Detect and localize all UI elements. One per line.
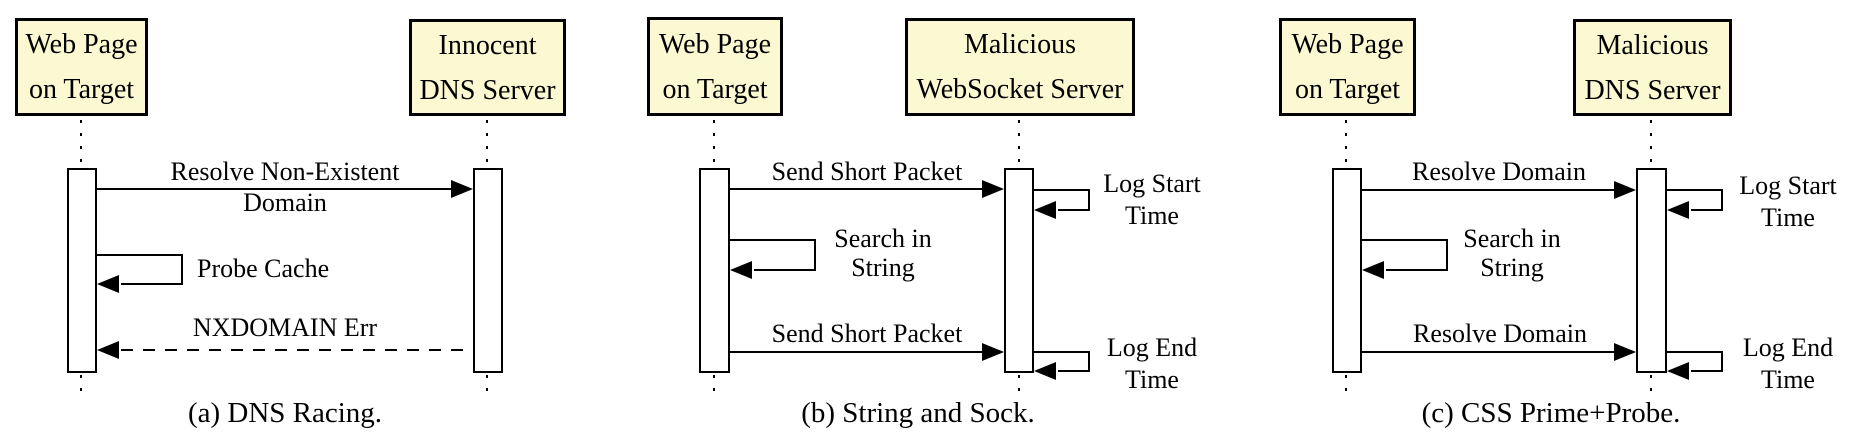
self-message-line — [1034, 351, 1090, 353]
activation-bar — [1004, 168, 1034, 373]
self-message-line — [1691, 370, 1723, 372]
message-line — [730, 351, 983, 353]
activation-bar — [1332, 168, 1362, 373]
actor-label: WebSocket Server — [916, 74, 1124, 105]
actor-label: Web Page — [25, 29, 138, 60]
caption: (a) DNS Racing. — [187, 397, 383, 429]
actor-label: on Target — [662, 73, 768, 105]
message-label: Log End Time — [1106, 333, 1198, 394]
lifeline — [1345, 375, 1347, 401]
lifeline — [1018, 375, 1020, 401]
lifeline — [1018, 120, 1020, 168]
message-arrowhead — [1362, 261, 1384, 279]
actor-label: Web Page — [1291, 29, 1404, 60]
actor-label: on Target — [28, 74, 135, 105]
message-line — [1362, 351, 1615, 353]
self-message-line — [1088, 189, 1090, 211]
self-message-line — [1034, 189, 1090, 191]
activation-bar — [699, 168, 730, 373]
message-label: Probe Cache — [197, 254, 330, 283]
message-label: Search in String — [834, 224, 932, 282]
self-message-line — [97, 254, 183, 256]
lifeline — [486, 120, 488, 168]
message-arrowhead — [97, 341, 119, 359]
message-arrowhead — [1667, 362, 1689, 380]
self-message-line — [814, 239, 816, 271]
message-label: Search in String — [1463, 224, 1561, 282]
self-message-line — [1691, 209, 1723, 211]
activation-bar — [67, 168, 97, 373]
lifeline — [80, 120, 82, 168]
actor-box-web-page-on-target: Web Page on Target — [15, 18, 148, 116]
actor-label: Web Page — [658, 28, 772, 60]
message-arrowhead — [97, 275, 119, 293]
self-message-line — [121, 283, 183, 285]
actor-box-malicious-dns-server: Malicious DNS Server — [1573, 19, 1732, 116]
message-arrowhead — [982, 343, 1004, 361]
lifeline — [1650, 375, 1652, 401]
message-arrowhead — [1614, 181, 1636, 199]
self-message-line — [1058, 370, 1090, 372]
self-message-line — [181, 254, 183, 285]
caption: (c) CSS Prime+Probe. — [1421, 397, 1681, 429]
message-arrowhead — [982, 180, 1004, 198]
self-message-line — [1446, 239, 1448, 271]
self-message-line — [1667, 351, 1723, 353]
actor-label: Malicious — [964, 29, 1076, 60]
self-message-line — [1088, 351, 1090, 372]
message-arrowhead — [1034, 362, 1056, 380]
caption: (b) String and Sock. — [801, 397, 1035, 429]
message-line — [1362, 189, 1615, 191]
actor-box-web-page-on-target: Web Page on Target — [1279, 18, 1416, 116]
actor-label: Malicious — [1596, 29, 1709, 61]
message-arrowhead — [451, 180, 473, 198]
message-line — [97, 188, 452, 190]
message-arrowhead — [1034, 201, 1056, 219]
lifeline — [713, 120, 715, 168]
message-label: Send Short Packet — [771, 157, 963, 186]
self-message-line — [1058, 209, 1090, 211]
self-message-line — [1667, 189, 1723, 191]
message-label: Log Start Time — [1739, 171, 1837, 232]
self-message-line — [1386, 269, 1448, 271]
message-label: Log End Time — [1742, 333, 1834, 394]
lifeline — [1345, 120, 1347, 168]
actor-box-innocent-dns-server: Innocent DNS Server — [409, 19, 566, 116]
activation-bar — [1636, 168, 1667, 373]
self-message-line — [1362, 239, 1448, 241]
actor-label: Innocent — [438, 29, 537, 61]
lifeline — [713, 375, 715, 401]
self-message-line — [730, 239, 816, 241]
actor-label: on Target — [1294, 74, 1401, 105]
actor-box-web-page-on-target: Web Page on Target — [647, 17, 783, 116]
message-label: Domain — [243, 188, 327, 217]
return-message-line — [121, 349, 473, 351]
lifeline — [486, 375, 488, 401]
message-arrowhead — [1667, 201, 1689, 219]
message-label: NXDOMAIN Err — [192, 313, 378, 342]
message-label: Log Start Time — [1103, 169, 1201, 230]
lifeline — [1650, 120, 1652, 168]
message-line — [730, 188, 983, 190]
actor-box-malicious-websocket-server: Malicious WebSocket Server — [905, 18, 1135, 116]
message-arrowhead — [730, 261, 752, 279]
self-message-line — [1721, 351, 1723, 372]
message-label: Resolve Non-Existent — [170, 157, 400, 186]
message-label: Resolve Domain — [1412, 319, 1588, 348]
actor-label: DNS Server — [419, 74, 556, 106]
actor-label: DNS Server — [1584, 74, 1721, 106]
message-arrowhead — [1614, 343, 1636, 361]
message-label: Send Short Packet — [771, 319, 963, 348]
self-message-line — [1721, 189, 1723, 211]
activation-bar — [473, 168, 503, 373]
lifeline — [80, 375, 82, 401]
self-message-line — [754, 269, 816, 271]
message-label: Resolve Domain — [1411, 157, 1587, 186]
